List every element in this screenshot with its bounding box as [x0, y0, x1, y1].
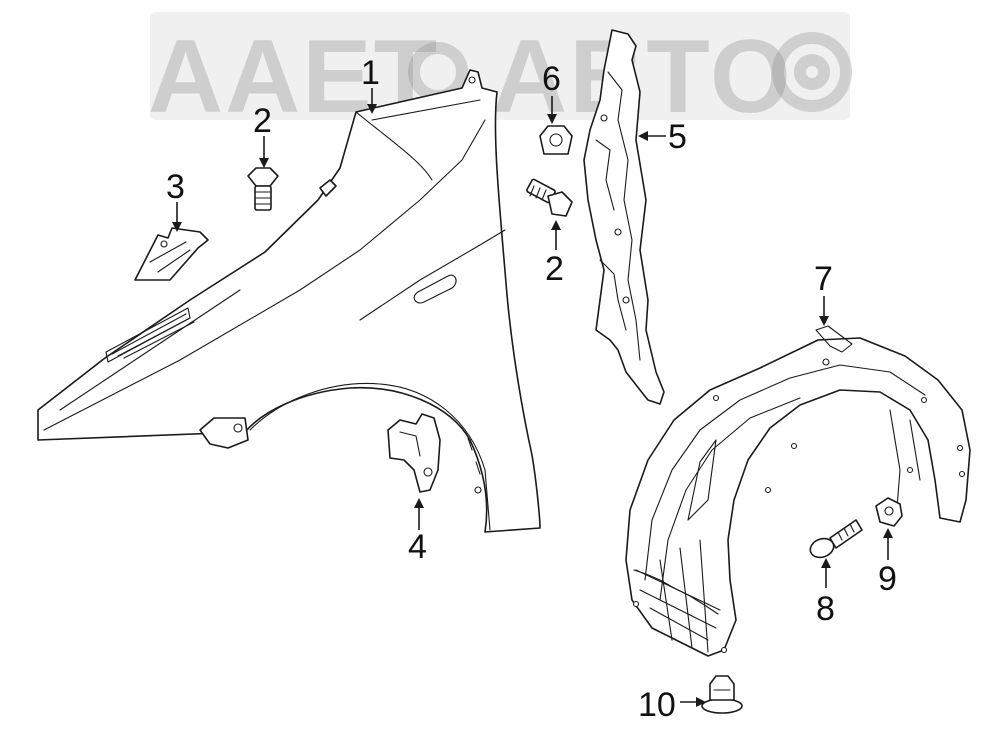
screw-part-8[interactable] — [808, 519, 863, 561]
callout-3: 3 — [166, 168, 185, 206]
bracket-part-4[interactable] — [387, 413, 441, 493]
callout-8: 8 — [816, 590, 835, 628]
bolt-part-2-lower[interactable] — [526, 178, 573, 217]
leader-lines — [172, 88, 893, 707]
svg-text:ABTO: ABTO — [492, 19, 793, 135]
callout-7: 7 — [814, 260, 833, 298]
bracket-part-5[interactable] — [583, 29, 665, 405]
bracket-part-3[interactable] — [134, 227, 209, 281]
callout-5: 5 — [668, 118, 687, 156]
callout-labels: 1 2 3 4 5 6 2 7 8 9 10 — [166, 54, 897, 724]
callout-9: 9 — [878, 560, 897, 598]
callout-2-upper: 2 — [253, 102, 272, 140]
callout-2-lower: 2 — [545, 250, 564, 288]
fender-part-1[interactable] — [37, 69, 541, 533]
callout-10: 10 — [638, 686, 676, 724]
callout-4: 4 — [408, 528, 427, 566]
nut-part-6[interactable] — [539, 125, 573, 155]
pushpin-part-10[interactable] — [701, 675, 743, 714]
callout-1: 1 — [361, 54, 380, 92]
clip-part-9[interactable] — [875, 497, 903, 527]
bolt-part-2-upper[interactable] — [247, 167, 279, 211]
callout-6: 6 — [542, 60, 561, 98]
wheel-liner-part-7[interactable] — [625, 325, 971, 657]
